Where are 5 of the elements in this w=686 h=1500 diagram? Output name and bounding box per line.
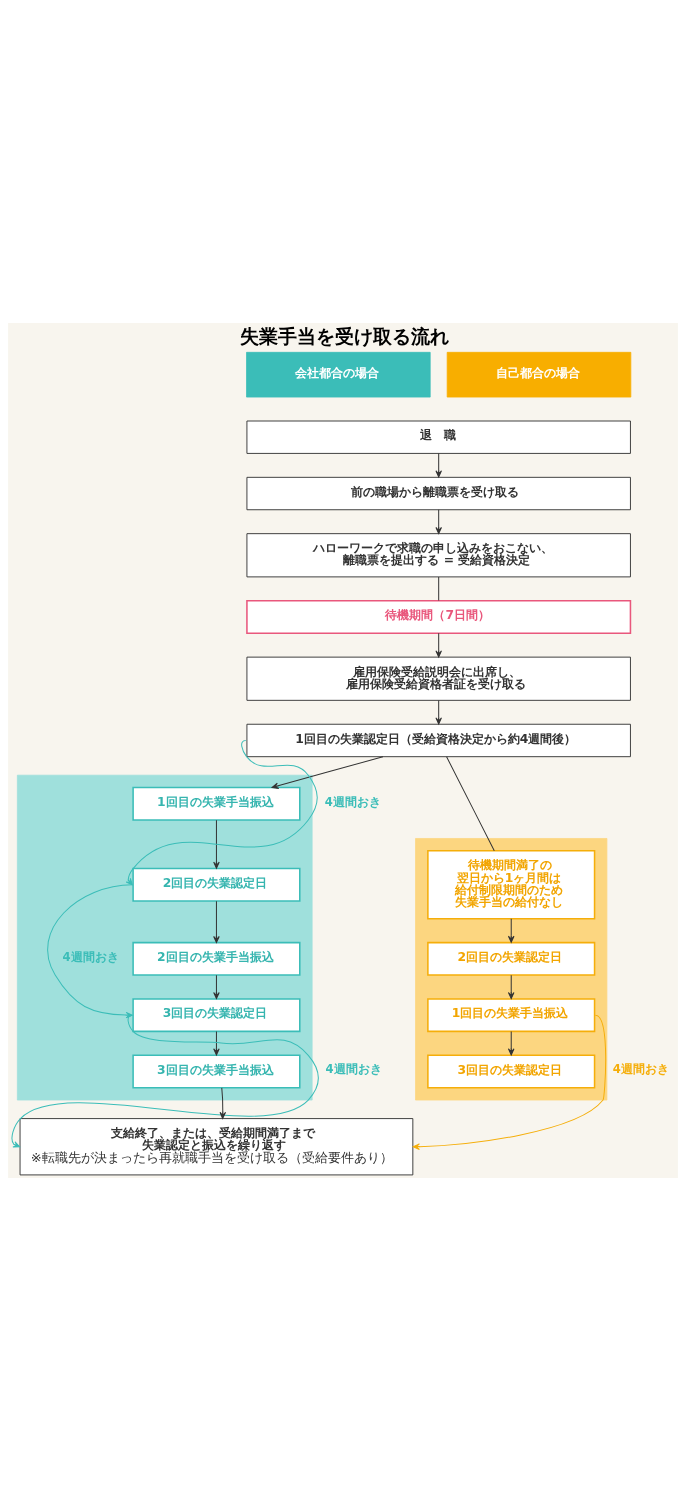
edge-label: 4週間おき <box>324 794 381 809</box>
edge-label: 4週間おき <box>62 949 119 964</box>
edge-label: 4週間おき <box>612 1061 669 1076</box>
diagram-title: 失業手当を受け取る流れ <box>239 325 449 347</box>
edge-label: 4週間おき <box>325 1061 382 1076</box>
